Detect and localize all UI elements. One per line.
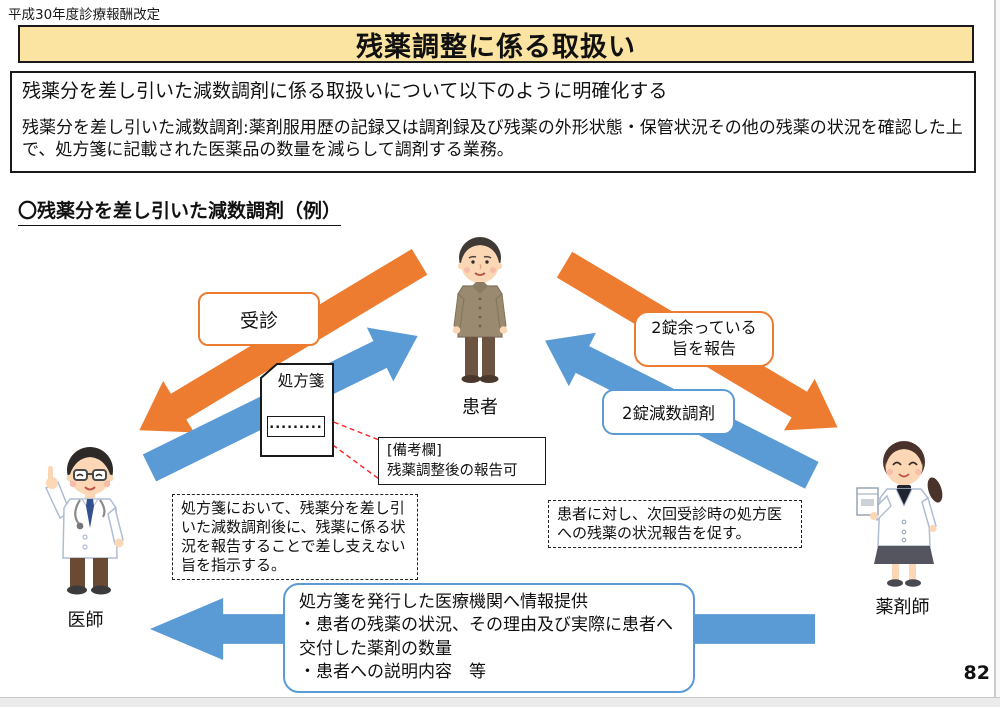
info-provision-box: 処方箋を発行した医療機関へ情報提供 ・患者の残薬の状況、その理由及び実際に患者へ…	[283, 583, 695, 693]
prescription-remarks-field: .........	[267, 416, 325, 437]
info-item-1: ・患者の残薬の状況、その理由及び実際に患者へ交付した薬剤の数量	[299, 615, 673, 659]
reduced-dispense-label: 2錠減数調剤	[622, 404, 715, 423]
doctor-illustration-icon	[44, 447, 124, 595]
page-right-edge	[994, 0, 996, 697]
pharmacist-illustration-icon	[855, 441, 942, 587]
report-leftover-label: 2錠余っている旨を報告	[651, 318, 757, 358]
patient-figure: 患者	[425, 231, 535, 419]
page-number: 82	[963, 662, 990, 684]
pharmacist-label: 薬剤師	[875, 597, 930, 618]
visit-label: 受診	[239, 309, 278, 332]
pharmacist-instruction-note: 患者に対し、次回受診時の処方医への残薬の状況報告を促す。	[548, 500, 802, 549]
doctor-figure: 医師	[28, 442, 143, 632]
remarks-title: [備考欄]	[387, 443, 442, 459]
remarks-body: 残薬調整後の報告可	[387, 463, 518, 479]
reduced-dispense-box: 2錠減数調剤	[602, 389, 735, 435]
slide-title: 残薬調整に係る取扱い	[356, 31, 636, 63]
doctor-label: 医師	[67, 610, 104, 631]
intro-line1: 残薬分を差し引いた減数調剤に係る取扱いについて以下のように明確化する	[22, 80, 668, 102]
intro-box: 残薬分を差し引いた減数調剤に係る取扱いについて以下のように明確化する 残薬分を差…	[10, 71, 976, 173]
info-title: 処方箋を発行した医療機関へ情報提供	[299, 592, 588, 612]
slide-title-bar: 残薬調整に係る取扱い	[18, 25, 974, 63]
prescription-document: 処方箋 .........	[260, 363, 334, 457]
report-leftover-box: 2錠余っている旨を報告	[634, 311, 774, 367]
page-right-margin	[996, 0, 1000, 697]
intro-line2: 残薬分を差し引いた減数調剤:薬剤服用歴の記録又は調剤録及び残薬の外形状態・保管状…	[22, 117, 963, 161]
pharmacist-figure: 薬剤師	[845, 436, 960, 619]
doctor-instruction-note: 処方箋において、残薬分を差し引いた減数調剤後に、残薬に係る状況を報告することで差…	[172, 494, 418, 581]
info-item-2: ・患者への説明内容 等	[299, 662, 486, 683]
patient-illustration-icon	[452, 237, 508, 383]
edition-note: 平成30年度診療報酬改定	[8, 7, 161, 23]
remarks-callout-box: [備考欄] 残薬調整後の報告可	[378, 437, 546, 485]
page-bottom-edge	[0, 697, 1000, 707]
prescription-label: 処方箋	[277, 372, 325, 390]
section-heading: 〇残薬分を差し引いた減数調剤（例）	[18, 196, 342, 226]
prescription-paper-icon	[260, 363, 334, 457]
patient-label: 患者	[462, 397, 498, 418]
visit-label-box: 受診	[198, 292, 320, 346]
